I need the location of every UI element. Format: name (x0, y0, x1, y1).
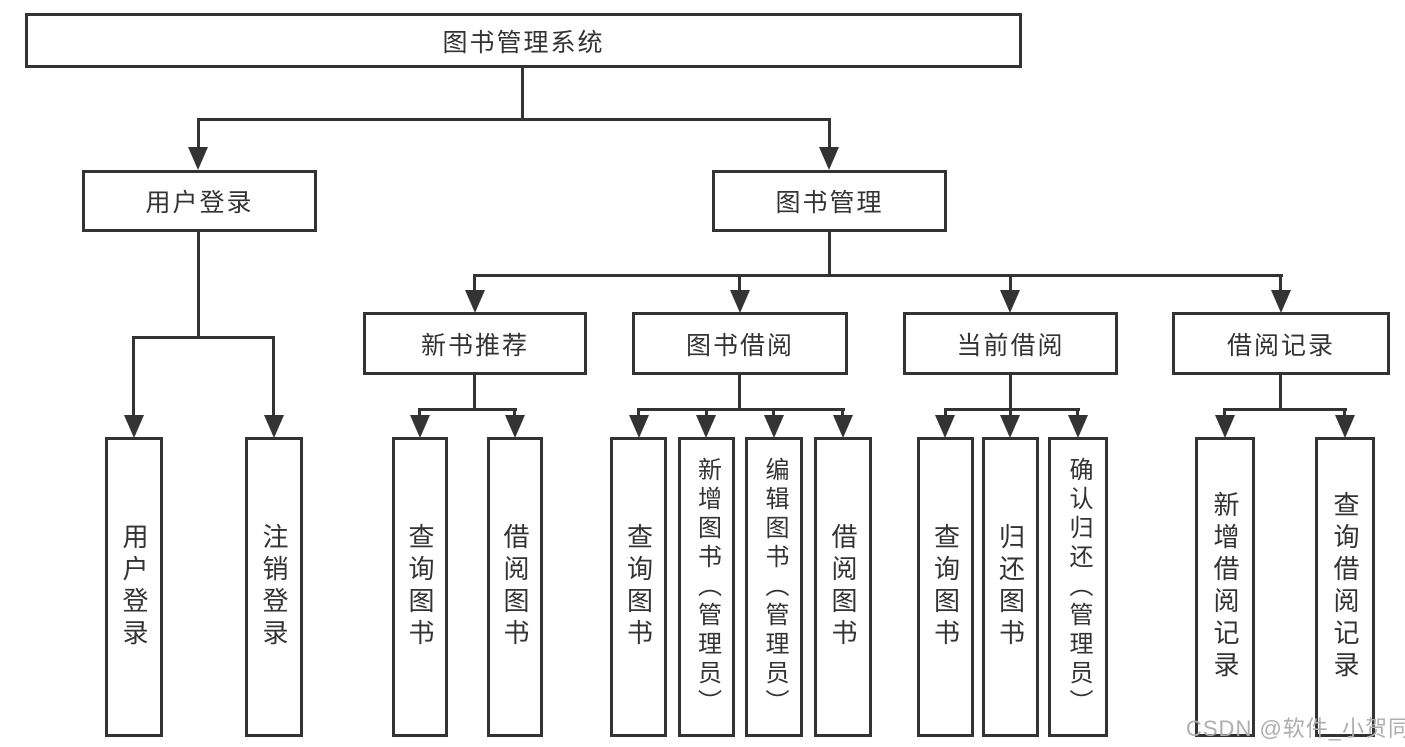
connector-drop-cb-query (944, 408, 947, 418)
connector-drop-bb-borrow (841, 408, 844, 418)
leaf-br-add-record: 新增借阅记录 (1195, 437, 1255, 737)
leaf-cb-query-books: 查询图书 (917, 437, 974, 737)
connector-book-borrow-stub (738, 375, 741, 411)
leaf-rec-query-books: 查询图书 (392, 437, 448, 737)
arrow-rec-query (410, 415, 430, 438)
connector-rail-current-borrow (944, 408, 1080, 411)
arrow-leaf-logout (264, 415, 284, 438)
connector-book-mgmt-stub (828, 232, 831, 277)
arrow-book-borrow (730, 290, 750, 313)
arrow-user-login (188, 147, 208, 170)
connector-rail-level3 (473, 274, 1283, 277)
connector-new-book-rec-stub (473, 375, 476, 411)
connector-rail-borrow-record (1223, 408, 1347, 411)
csdn-watermark: CSDN @软件_小贺同学 (1186, 716, 1405, 741)
connector-drop-bb-add (705, 408, 708, 418)
arrow-book-mgmt (819, 147, 839, 170)
connector-drop-rec-query (418, 408, 421, 418)
arrow-leaf-user-login (124, 415, 144, 438)
leaf-br-query-record: 查询借阅记录 (1315, 437, 1375, 737)
connector-rail-level2 (197, 118, 831, 121)
arrow-br-add (1215, 415, 1235, 438)
arrow-bb-query (629, 415, 649, 438)
leaf-cb-confirm-return-admin: 确认归还（管理员） (1048, 437, 1108, 737)
connector-drop-borrow-record (1279, 274, 1282, 292)
node-user-login: 用户登录 (82, 170, 317, 232)
connector-rail-new-book-rec (418, 408, 517, 411)
connector-drop-user-login (197, 118, 200, 149)
connector-user-login-stub (197, 232, 200, 339)
node-current-borrow: 当前借阅 (903, 312, 1118, 375)
connector-rail-user-login (132, 336, 275, 339)
connector-drop-new-book-rec (473, 274, 476, 292)
leaf-cb-return-books: 归还图书 (982, 437, 1039, 737)
connector-drop-bb-query (637, 408, 640, 418)
connector-drop-cb-return (1009, 408, 1012, 418)
arrow-cb-confirm (1068, 415, 1088, 438)
leaf-bb-query-books: 查询图书 (610, 437, 667, 737)
node-book-borrow: 图书借阅 (632, 312, 848, 375)
connector-current-borrow-stub (1009, 375, 1012, 411)
connector-drop-book-mgmt (828, 118, 831, 149)
leaf-logout: 注销登录 (245, 437, 303, 737)
arrow-cb-return (1000, 415, 1020, 438)
connector-borrow-record-stub (1279, 375, 1282, 411)
connector-drop-book-borrow (738, 274, 741, 292)
leaf-bb-add-books-admin: 新增图书（管理员） (678, 437, 735, 737)
arrow-current-borrow (1000, 290, 1020, 313)
arrow-br-query (1335, 415, 1355, 438)
connector-root-stub (521, 66, 524, 120)
node-new-book-rec: 新书推荐 (363, 312, 587, 375)
leaf-rec-borrow-books: 借阅图书 (487, 437, 543, 737)
arrow-cb-query (935, 415, 955, 438)
arrow-bb-edit (764, 415, 784, 438)
connector-drop-leaf-user-login (132, 336, 135, 418)
arrow-bb-borrow (833, 415, 853, 438)
connector-drop-cb-confirm (1076, 408, 1079, 418)
arrow-bb-add (696, 415, 716, 438)
node-book-mgmt: 图书管理 (712, 170, 947, 232)
arrow-new-book-rec (465, 290, 485, 313)
leaf-bb-borrow-books: 借阅图书 (814, 437, 872, 737)
connector-drop-rec-borrow (513, 408, 516, 418)
arrow-rec-borrow (505, 415, 525, 438)
connector-drop-br-add (1223, 408, 1226, 418)
connector-drop-bb-edit (772, 408, 775, 418)
leaf-user-login: 用户登录 (105, 437, 163, 737)
node-borrow-record: 借阅记录 (1172, 312, 1390, 375)
connector-drop-br-query (1343, 408, 1346, 418)
connector-rail-book-borrow (637, 408, 845, 411)
connector-drop-leaf-logout (272, 336, 275, 418)
connector-drop-current-borrow (1009, 274, 1012, 292)
arrow-borrow-record (1271, 290, 1291, 313)
node-root-system: 图书管理系统 (25, 13, 1022, 68)
leaf-bb-edit-books-admin: 编辑图书（管理员） (745, 437, 803, 737)
